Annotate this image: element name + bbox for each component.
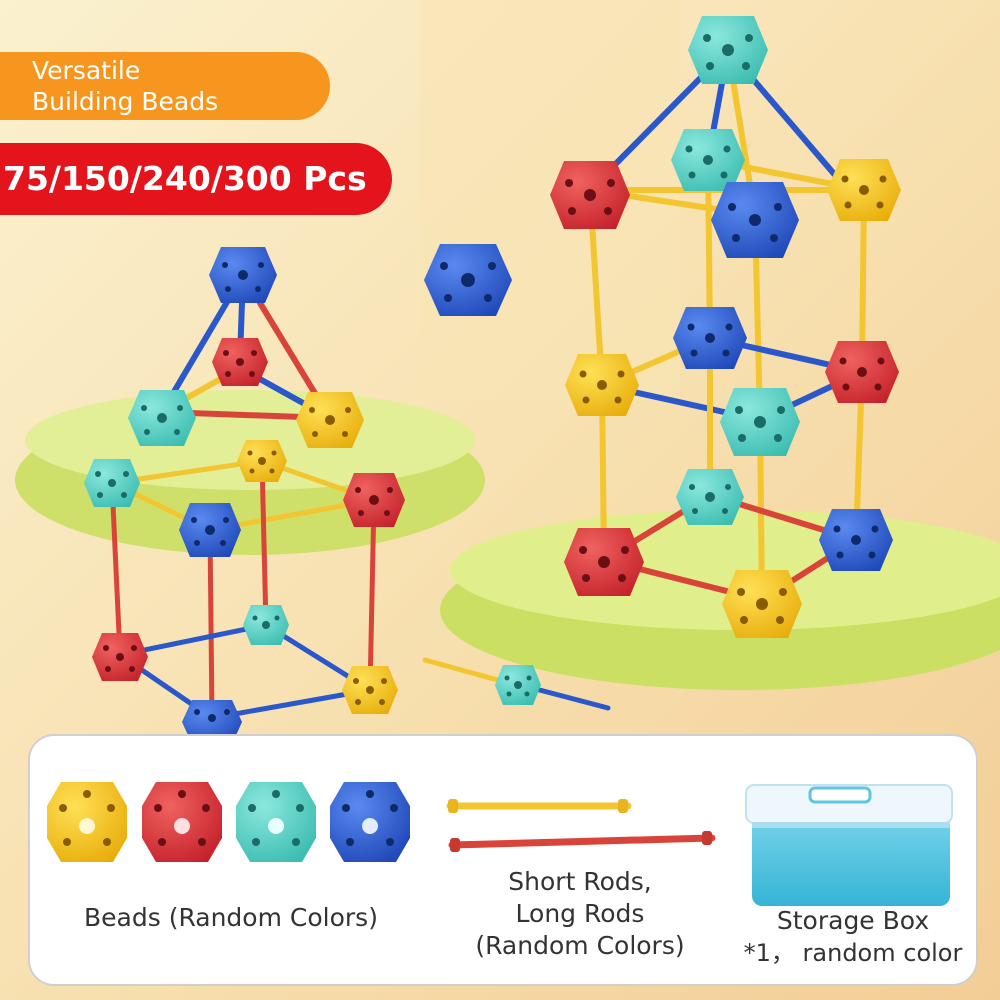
bead-yellow (722, 570, 802, 638)
bead-red (212, 338, 268, 386)
bead-blue (179, 503, 241, 557)
storage-box-caption-line1: Storage Box (776, 906, 930, 935)
bead-red (92, 633, 148, 681)
rods-caption-line1: Short Rods, (508, 867, 652, 896)
rods-caption-line3: (Random Colors) (475, 931, 685, 960)
feature-banner-line1: Versatile (32, 56, 141, 85)
bead-yellow (296, 392, 364, 448)
bead-teal (676, 469, 744, 525)
bead-teal (720, 388, 800, 456)
beads (84, 16, 901, 744)
bead-teal (688, 16, 768, 84)
rods-caption: Short Rods, Long Rods (Random Colors) (460, 866, 700, 962)
bead-red (343, 473, 405, 527)
bead-red (564, 528, 644, 596)
storage-box-caption: Storage Box *1， random color (726, 905, 980, 969)
bead-yellow (827, 159, 901, 221)
bead-yellow (565, 354, 639, 416)
bead-teal (84, 459, 140, 507)
bead-teal (495, 665, 541, 705)
loose-rod (422, 657, 611, 711)
bead-yellow (237, 440, 287, 482)
bead-blue (209, 247, 277, 303)
beads-caption: Beads (Random Colors) (84, 903, 378, 932)
rods-caption-line2: Long Rods (515, 899, 645, 928)
bead-blue (711, 182, 799, 258)
bead-red (825, 341, 899, 403)
bead-blue (182, 700, 242, 744)
bead-red (550, 161, 630, 229)
bead-teal (243, 605, 289, 645)
feature-banner-line2: Building Beads (32, 87, 219, 116)
bead-blue (673, 307, 747, 369)
storage-box-caption-line2: *1， random color (743, 939, 963, 967)
bead-teal (128, 390, 196, 446)
bead-yellow (342, 666, 398, 714)
feature-banner: Versatile Building Beads (0, 52, 330, 120)
bead-blue (424, 244, 512, 316)
bead-blue (819, 509, 893, 571)
quantity-banner: 75/150/240/300 Pcs (0, 143, 392, 215)
bead-teal (671, 129, 745, 191)
